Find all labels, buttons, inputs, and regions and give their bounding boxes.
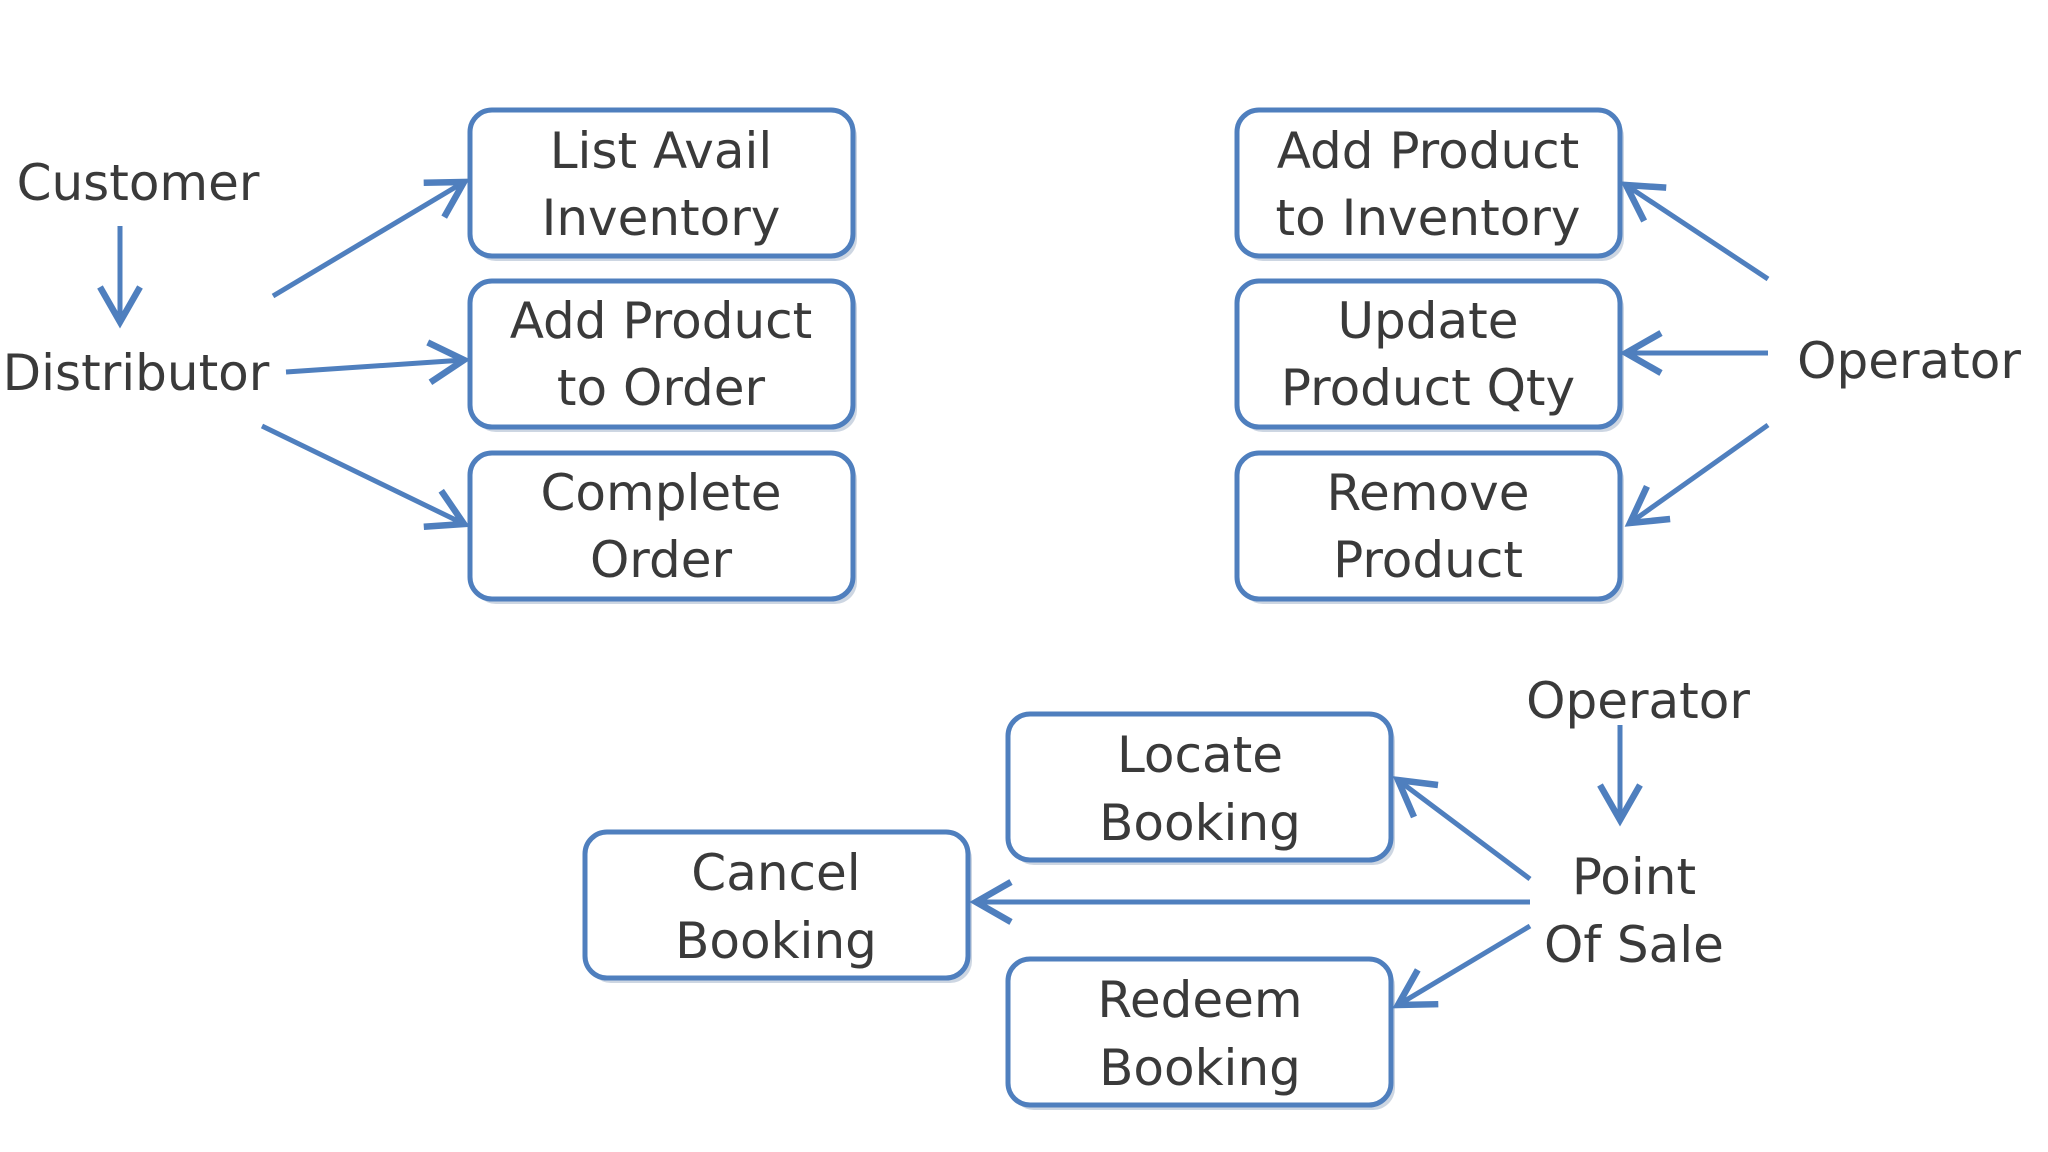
box-complete-order-line1: Complete: [541, 464, 782, 522]
box-add-to-inventory-line2: to Inventory: [1276, 189, 1581, 247]
box-list-inventory: List Avail Inventory: [467, 107, 857, 261]
pos-label-line2: Of Sale: [1544, 916, 1724, 974]
box-add-to-order: Add Product to Order: [467, 278, 857, 432]
operator-to-add-inventory-arrow: [1620, 181, 1770, 282]
box-cancel-booking-line2: Booking: [675, 912, 877, 970]
box-list-inventory-line2: Inventory: [542, 189, 781, 247]
pos-to-redeem-booking-arrow: [1392, 923, 1532, 1009]
distributor-to-add-order-arrow: [285, 339, 471, 386]
box-update-qty-line1: Update: [1337, 292, 1518, 350]
box-complete-order: Complete Order: [467, 450, 857, 604]
box-locate-booking-line2: Booking: [1099, 794, 1301, 852]
distributor-to-complete-order-arrow: [260, 423, 470, 530]
box-redeem-booking: Redeem Booking: [1005, 956, 1395, 1110]
box-add-to-inventory: Add Product to Inventory: [1234, 107, 1624, 261]
pos-to-locate-booking-arrow: [1392, 776, 1532, 881]
box-add-to-order-line1: Add Product: [510, 292, 813, 350]
box-redeem-booking-line2: Booking: [1099, 1039, 1301, 1097]
box-cancel-booking-line1: Cancel: [691, 844, 860, 902]
customer-label: Customer: [17, 154, 260, 212]
box-locate-booking-line1: Locate: [1117, 726, 1283, 784]
box-cancel-booking: Cancel Booking: [582, 829, 972, 983]
box-add-to-order-line2: to Order: [557, 359, 766, 417]
box-add-to-inventory-line1: Add Product: [1277, 122, 1580, 180]
operator-top-label: Operator: [1797, 332, 2021, 390]
operator-bottom-label: Operator: [1526, 672, 1750, 730]
box-locate-booking: Locate Booking: [1005, 711, 1395, 865]
operator-to-remove-product-arrow: [1624, 422, 1770, 527]
box-complete-order-line2: Order: [590, 531, 733, 589]
box-remove-product-line2: Product: [1333, 531, 1523, 589]
distributor-label: Distributor: [3, 344, 270, 402]
box-remove-product-line1: Remove: [1327, 464, 1530, 522]
distributor-to-list-inventory-arrow: [271, 178, 470, 299]
box-update-qty: Update Product Qty: [1234, 278, 1624, 432]
box-remove-product: Remove Product: [1234, 450, 1624, 604]
box-redeem-booking-line1: Redeem: [1097, 971, 1302, 1029]
box-update-qty-line2: Product Qty: [1281, 359, 1575, 417]
pos-label-line1: Point: [1572, 848, 1696, 906]
box-list-inventory-line1: List Avail: [550, 122, 773, 180]
